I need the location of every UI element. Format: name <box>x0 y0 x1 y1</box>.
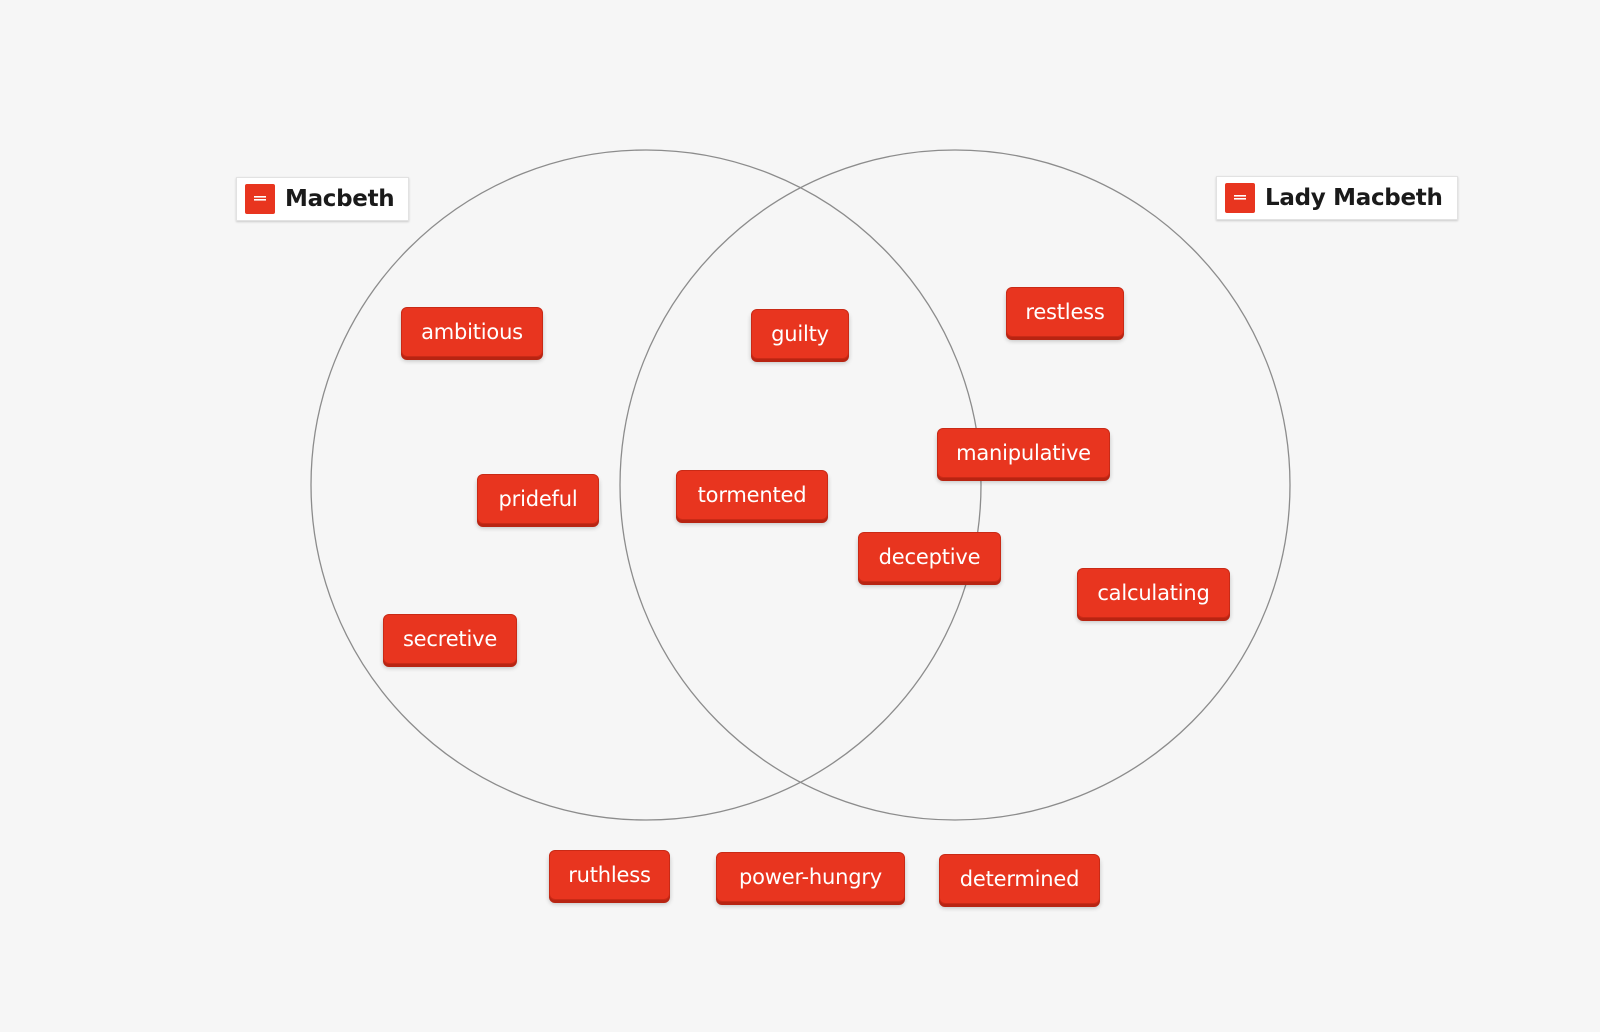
tag-manipulative[interactable]: manipulative <box>937 428 1110 478</box>
lady-macbeth-set-label[interactable]: Lady Macbeth <box>1216 176 1458 220</box>
macbeth-label-text: Macbeth <box>285 186 395 212</box>
list-icon <box>245 184 275 214</box>
tag-deceptive[interactable]: deceptive <box>858 532 1001 582</box>
tag-tormented[interactable]: tormented <box>676 470 828 520</box>
list-icon <box>1225 183 1255 213</box>
lady-macbeth-label-text: Lady Macbeth <box>1265 185 1443 211</box>
tag-ruthless[interactable]: ruthless <box>549 850 670 900</box>
tag-secretive[interactable]: secretive <box>383 614 517 664</box>
tag-calculating[interactable]: calculating <box>1077 568 1230 618</box>
lady-macbeth-circle <box>619 149 1291 821</box>
tag-ambitious[interactable]: ambitious <box>401 307 543 357</box>
tag-determined[interactable]: determined <box>939 854 1100 904</box>
tag-power-hungry[interactable]: power-hungry <box>716 852 905 902</box>
macbeth-set-label[interactable]: Macbeth <box>236 177 410 221</box>
tag-guilty[interactable]: guilty <box>751 309 849 359</box>
tag-restless[interactable]: restless <box>1006 287 1124 337</box>
tag-prideful[interactable]: prideful <box>477 474 599 524</box>
macbeth-circle <box>310 149 982 821</box>
